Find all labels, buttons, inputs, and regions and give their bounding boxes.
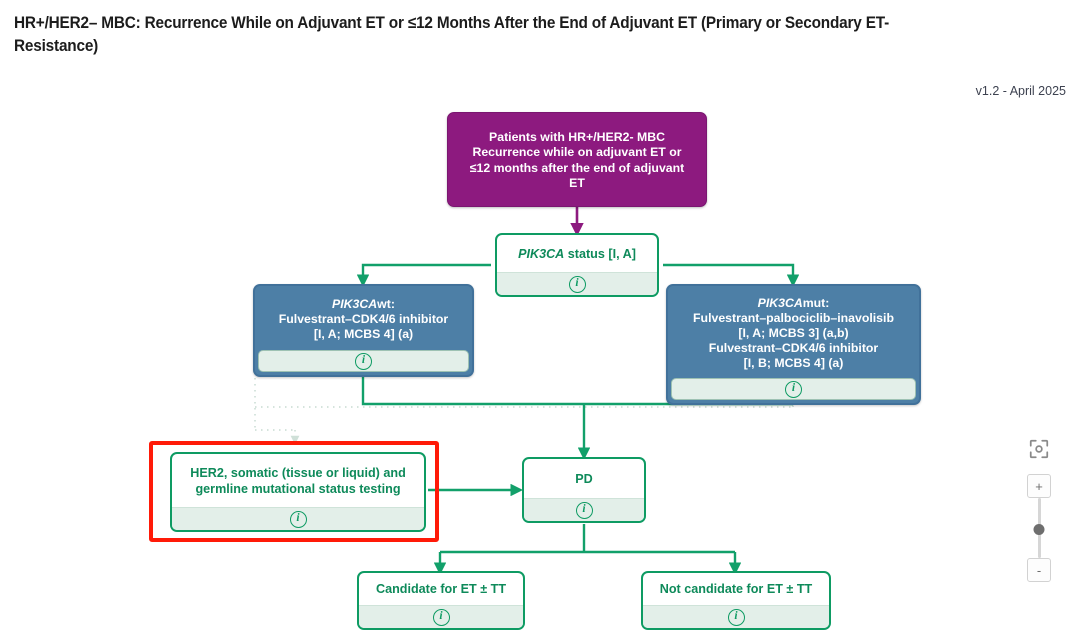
node-progressive-disease[interactable]: PD i (522, 457, 646, 523)
node-footer: i (172, 507, 424, 530)
node-body: PD (524, 459, 644, 498)
node-footer: i (671, 378, 916, 400)
info-icon[interactable]: i (432, 608, 450, 626)
node-pik3ca-mut-treatment[interactable]: PIK3CAmut: Fulvestrant–palbociclib–inavo… (666, 284, 921, 405)
root-line-2: Recurrence while on adjuvant ET or (472, 145, 682, 160)
root-line-4: ET (569, 175, 585, 190)
info-icon[interactable]: i (785, 380, 802, 398)
root-line-3: ≤12 months after the end of adjuvant (469, 160, 685, 175)
edge-pik3ca-wt-to-pd (361, 377, 584, 406)
edge-status-to-pik3ca-mut (663, 263, 800, 287)
her2-line-1: HER2, somatic (tissue or liquid) and (190, 466, 406, 481)
pik3ca-wt-line-2: Fulvestrant–CDK4/6 inhibitor (278, 311, 449, 326)
node-body: Not candidate for ET ± TT (643, 573, 829, 605)
zoom-slider-handle[interactable] (1033, 524, 1045, 535)
pik3ca-wt-line-1: wt: (377, 296, 395, 311)
diagram-canvas[interactable]: Patients with HR+/HER2- MBC Recurrence w… (0, 100, 1080, 642)
pik3ca-mut-line-1: mut: (802, 295, 830, 310)
node-her2-mutational-status-testing[interactable]: HER2, somatic (tissue or liquid) and ger… (170, 452, 426, 532)
pik3ca-mut-line-5: [I, B; MCBS 4] (a) (743, 356, 844, 371)
node-body: Candidate for ET ± TT (359, 573, 523, 605)
pd-label: PD (575, 471, 593, 486)
info-icon[interactable]: i (727, 608, 745, 626)
root-line-1: Patients with HR+/HER2- MBC (489, 130, 665, 145)
not-candidate-label: Not candidate for ET ± TT (659, 582, 813, 597)
node-footer: i (524, 498, 644, 521)
node-not-candidate-for-et-tt[interactable]: Not candidate for ET ± TT i (641, 571, 831, 630)
pik3ca-mut-line-2: Fulvestrant–palbociclib–inavolisib (693, 310, 894, 325)
zoom-controls[interactable]: + - (1022, 438, 1056, 582)
node-body: PIK3CAwt: Fulvestrant–CDK4/6 inhibitor [… (258, 289, 469, 350)
selection-highlight-rect (149, 441, 439, 542)
node-body: Patients with HR+/HER2- MBC Recurrence w… (448, 113, 706, 206)
zoom-slider-track[interactable] (1033, 498, 1045, 558)
node-body: PIK3CAmut: Fulvestrant–palbociclib–inavo… (671, 289, 916, 378)
node-footer: i (497, 272, 657, 295)
fit-to-screen-icon[interactable] (1028, 438, 1050, 460)
pik3ca-mut-line-3: [I, A; MCBS 3] (a,b) (738, 325, 849, 340)
node-footer: i (258, 350, 469, 372)
her2-line-2: germline mutational status testing (195, 481, 401, 496)
zoom-out-button[interactable]: - (1027, 558, 1051, 582)
node-patients-hr-her2-mbc[interactable]: Patients with HR+/HER2- MBC Recurrence w… (447, 112, 707, 207)
candidate-label: Candidate for ET ± TT (375, 582, 507, 597)
edge-status-to-pik3ca-wt (356, 263, 491, 287)
node-footer: i (359, 605, 523, 628)
pik3ca-status-gene: PIK3CA (518, 246, 565, 261)
page-title: HR+/HER2– MBC: Recurrence While on Adjuv… (14, 14, 890, 56)
node-footer: i (643, 605, 829, 628)
info-icon[interactable]: i (355, 352, 372, 370)
version-stamp: v1.2 - April 2025 (975, 84, 1066, 98)
node-pik3ca-status[interactable]: PIK3CA status [I, A] i (495, 233, 659, 297)
info-icon[interactable]: i (289, 510, 307, 528)
pik3ca-mut-gene: PIK3CA (757, 295, 803, 310)
pik3ca-wt-gene: PIK3CA (332, 296, 378, 311)
pik3ca-status-rest: status [I, A] (564, 246, 636, 261)
pik3ca-mut-line-4: Fulvestrant–CDK4/6 inhibitor (708, 341, 879, 356)
node-body: HER2, somatic (tissue or liquid) and ger… (172, 454, 424, 507)
node-body: PIK3CA status [I, A] (497, 235, 657, 272)
zoom-in-button[interactable]: + (1027, 474, 1051, 498)
info-icon[interactable]: i (568, 275, 586, 293)
node-candidate-for-et-tt[interactable]: Candidate for ET ± TT i (357, 571, 525, 630)
node-pik3ca-wt-treatment[interactable]: PIK3CAwt: Fulvestrant–CDK4/6 inhibitor [… (253, 284, 474, 377)
info-icon[interactable]: i (575, 501, 593, 519)
pik3ca-wt-line-3: [I, A; MCBS 4] (a) (313, 327, 414, 342)
